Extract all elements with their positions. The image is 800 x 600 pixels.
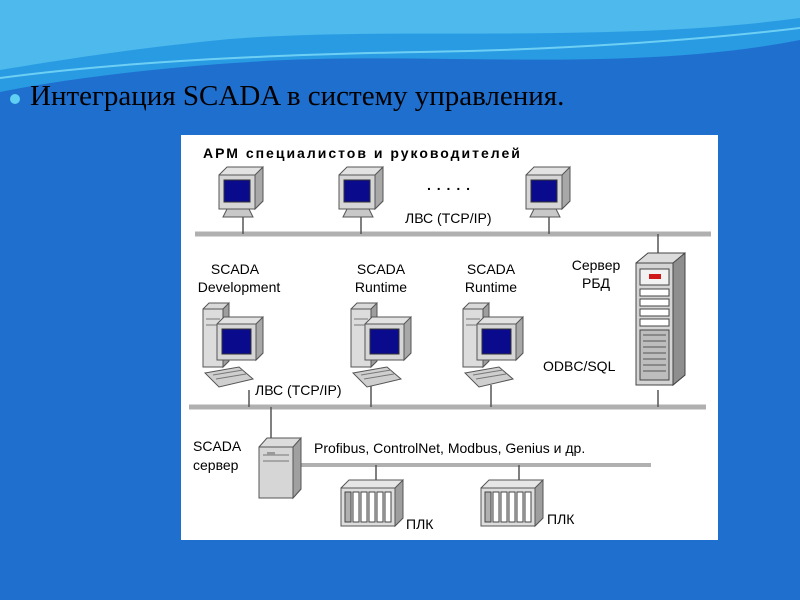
scada-rt1-label-line1: SCADA [356,261,406,277]
scada-rt2-label-line2: Runtime [464,279,518,295]
server-rdb-label-line1: Сервер [571,257,621,273]
lan-top-label: ЛВС (TCP/IP) [405,210,492,226]
scada-server-label-line2: сервер [193,457,239,473]
scada-runtime-1-workstation-icon [350,302,412,388]
lan-bottom-label: ЛВС (TCP/IP) [255,382,342,398]
scada-dev-label-line1: SCADA [210,261,260,277]
ellipsis-label: . . . . . [427,177,472,193]
fieldbus-label: Profibus, ControlNet, Modbus, Genius и д… [314,440,586,456]
server-rdb-label-line2: РБД [581,275,611,291]
scada-dev-label-line2: Development [197,279,281,295]
plc-1-icon [340,479,404,527]
title-row: Интеграция SCADA в систему управления. [10,80,564,113]
odbc-label: ODBC/SQL [543,358,616,374]
scada-server-icon [258,436,302,500]
bullet-icon [10,93,20,104]
plc-1-label: ПЛК [406,516,434,532]
rdb-server-icon [635,251,686,387]
plc-2-label: ПЛК [547,511,575,527]
scada-rt1-label-line2: Runtime [354,279,408,295]
arm-monitor-3-icon [525,166,571,218]
slide-title: Интеграция SCADA в систему управления. [30,80,565,112]
scada-runtime-2-workstation-icon [462,302,524,388]
scada-development-workstation-icon [202,302,264,388]
arm-monitor-2-icon [338,166,384,218]
scada-server-label-line1: SCADA [193,438,242,454]
scada-integration-diagram: АРМ специалистов и руководителей . . . .… [181,135,718,540]
scada-rt2-label-line1: SCADA [466,261,516,277]
arm-monitor-1-icon [218,166,264,218]
plc-2-icon [480,479,544,527]
arm-heading: АРМ специалистов и руководителей [203,145,522,161]
diagram-graphics [189,166,711,527]
